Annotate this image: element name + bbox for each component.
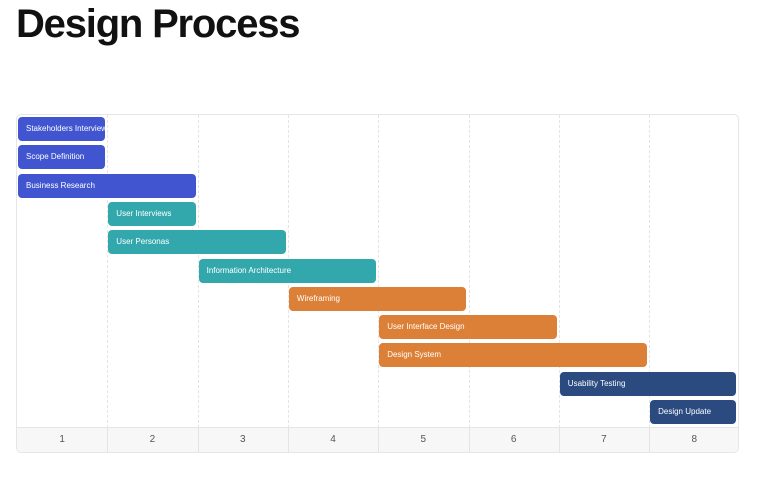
grid-line bbox=[558, 115, 560, 428]
task-bar[interactable]: Information Architecture bbox=[198, 258, 377, 283]
grid-line bbox=[649, 115, 651, 428]
x-tick-label: 1 bbox=[59, 434, 65, 445]
x-tick-label: 5 bbox=[420, 434, 427, 445]
axis-separator bbox=[378, 428, 380, 452]
x-tick-label: 3 bbox=[239, 434, 246, 445]
task-bar[interactable]: Scope Definition bbox=[18, 145, 106, 170]
grid-line bbox=[378, 115, 380, 428]
task-bar[interactable]: Stakeholders Interview bbox=[18, 117, 106, 141]
axis-separator bbox=[558, 428, 560, 452]
x-tick-label: 2 bbox=[149, 434, 156, 445]
x-axis: 1 2 3 4 5 6 7 8 bbox=[17, 427, 738, 452]
task-bar[interactable]: Design Update bbox=[650, 400, 736, 424]
axis-separator bbox=[649, 428, 651, 452]
axis-separator bbox=[107, 428, 109, 452]
grid-line bbox=[197, 115, 199, 428]
task-bar[interactable]: User Personas bbox=[108, 230, 286, 255]
x-tick-label: 6 bbox=[510, 434, 517, 445]
axis-separator bbox=[287, 428, 289, 452]
grid-line bbox=[107, 115, 109, 428]
axis-separator bbox=[197, 428, 199, 452]
task-bar[interactable]: User Interviews bbox=[108, 201, 196, 226]
x-tick-label: 4 bbox=[330, 434, 336, 445]
task-bar[interactable]: Design System bbox=[379, 343, 648, 368]
task-bar[interactable]: Wireframing bbox=[288, 286, 467, 311]
x-tick-label: 7 bbox=[601, 434, 607, 445]
task-bar[interactable]: Usability Testing bbox=[559, 371, 736, 396]
task-bar[interactable]: User Interface Design bbox=[379, 315, 557, 340]
task-bar[interactable]: Business Research bbox=[18, 173, 196, 198]
grid-line bbox=[468, 115, 470, 428]
axis-separator bbox=[468, 428, 470, 452]
page-title: Design Process bbox=[16, 2, 301, 46]
x-tick-label: 8 bbox=[691, 434, 698, 445]
